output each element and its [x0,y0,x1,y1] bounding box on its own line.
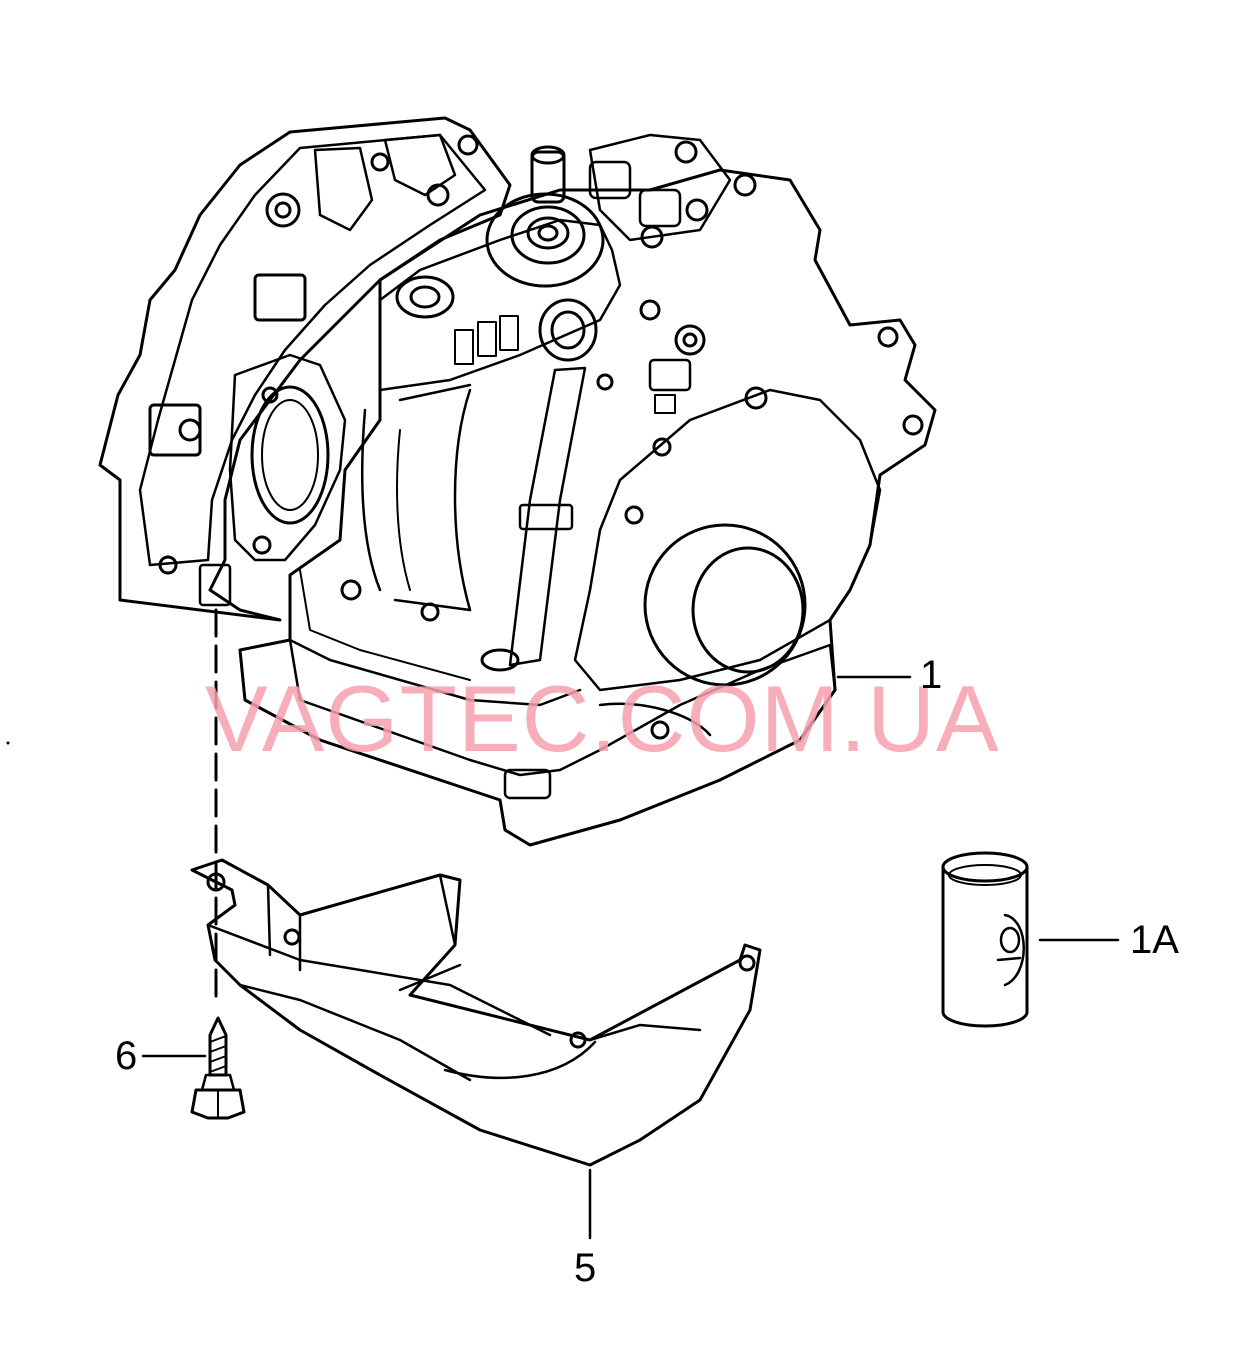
callout-1a: 1A [1130,918,1179,962]
watermark-text: VAGTEC.COM.UA [205,666,1000,771]
callout-1: 1 [920,653,943,697]
stray-dot [6,741,10,745]
transmission-housing [98,116,937,847]
callout-6: 6 [115,1034,138,1078]
protective-cover [190,858,762,1167]
bolt [190,1016,246,1120]
callout-5: 5 [574,1246,597,1290]
cylinder-part [941,851,1029,1028]
